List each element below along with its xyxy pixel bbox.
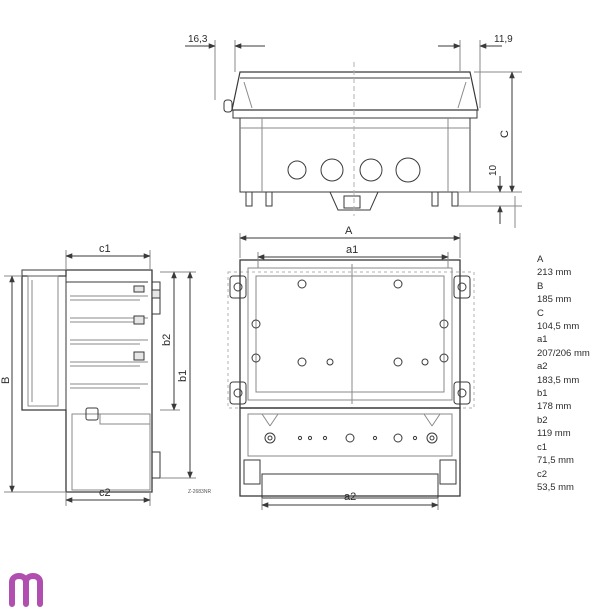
legend-value: 71,5 mm	[537, 455, 574, 467]
legend-label: A	[537, 254, 544, 265]
legend-value: 53,5 mm	[537, 481, 574, 493]
gland-hole	[395, 157, 421, 183]
dimension-c-label: C	[499, 130, 511, 138]
legend-value: 207/206 mm	[537, 347, 590, 359]
legend-value: 178 mm	[537, 401, 572, 413]
side-view	[4, 250, 196, 506]
legend-label: a1	[537, 334, 548, 346]
dimension-16-3-label: 16,3	[188, 34, 208, 45]
legend-value: 183,5 mm	[537, 374, 580, 386]
legend-value: 185 mm	[537, 294, 572, 306]
gland-hole	[287, 160, 307, 180]
legend-value: 104,5 mm	[537, 321, 580, 333]
drawing-code: Z-2683NR	[188, 489, 211, 495]
dimension-c1-label: c1	[99, 243, 111, 255]
legend-label: B	[537, 280, 544, 292]
dimension-b1-label: b1	[177, 370, 189, 382]
legend-label: c1	[537, 441, 548, 453]
legend-value: 119 mm	[537, 428, 571, 440]
gland-hole	[320, 158, 344, 182]
dimension-a1-label: a1	[346, 244, 358, 256]
dimension-11-9-label: 11,9	[494, 34, 513, 45]
m-logo-icon	[9, 573, 43, 607]
top-view	[214, 40, 522, 228]
legend-label: b2	[537, 414, 548, 426]
gland-hole	[359, 158, 383, 182]
legend-label: a2	[537, 361, 548, 373]
legend-value: 213 mm	[537, 267, 572, 279]
dimension-b2-label: b2	[161, 334, 173, 346]
dimension-b-label: B	[0, 377, 12, 384]
dimension-legend: A 213 mm B 185 mm C 104,5 mm a1 207/206 …	[537, 253, 599, 494]
legend-label: b1	[537, 388, 548, 400]
dimension-a2-label: a2	[344, 491, 356, 503]
dimension-c2-label: c2	[99, 487, 111, 499]
dimension-a-label: A	[345, 225, 353, 237]
legend-label: C	[537, 307, 544, 319]
front-view	[227, 233, 475, 510]
dimension-10-label: 10	[488, 164, 499, 176]
legend-label: c2	[537, 468, 548, 480]
